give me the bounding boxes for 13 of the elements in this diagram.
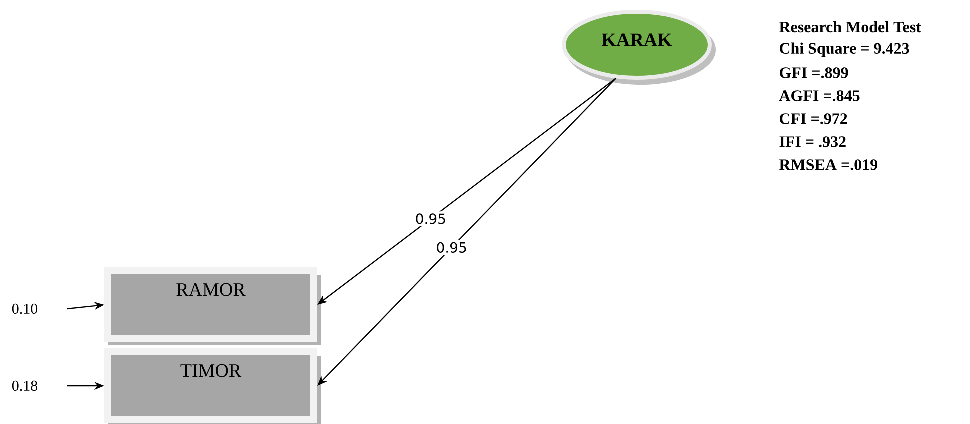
- stats-heading: Research Model Test: [779, 21, 922, 33]
- fit-statistic: GFI =.899: [780, 68, 848, 78]
- observed-box: RAMOR: [104, 268, 318, 342]
- error-value: 0.18: [12, 380, 38, 392]
- fit-statistic: CFI =.972: [780, 114, 848, 124]
- fit-statistic: Chi Square = 9.423: [780, 42, 910, 58]
- edge-label: 0.95: [434, 240, 470, 255]
- fit-statistic: RMSEA =.019: [779, 160, 878, 170]
- edge-label: 0.95: [413, 212, 449, 226]
- observed-box: TIMOR: [104, 348, 318, 424]
- error-value: 0.10: [12, 304, 38, 314]
- fit-statistic: IFI = .932: [780, 136, 846, 148]
- fit-statistic: AGFI =.845: [779, 90, 860, 102]
